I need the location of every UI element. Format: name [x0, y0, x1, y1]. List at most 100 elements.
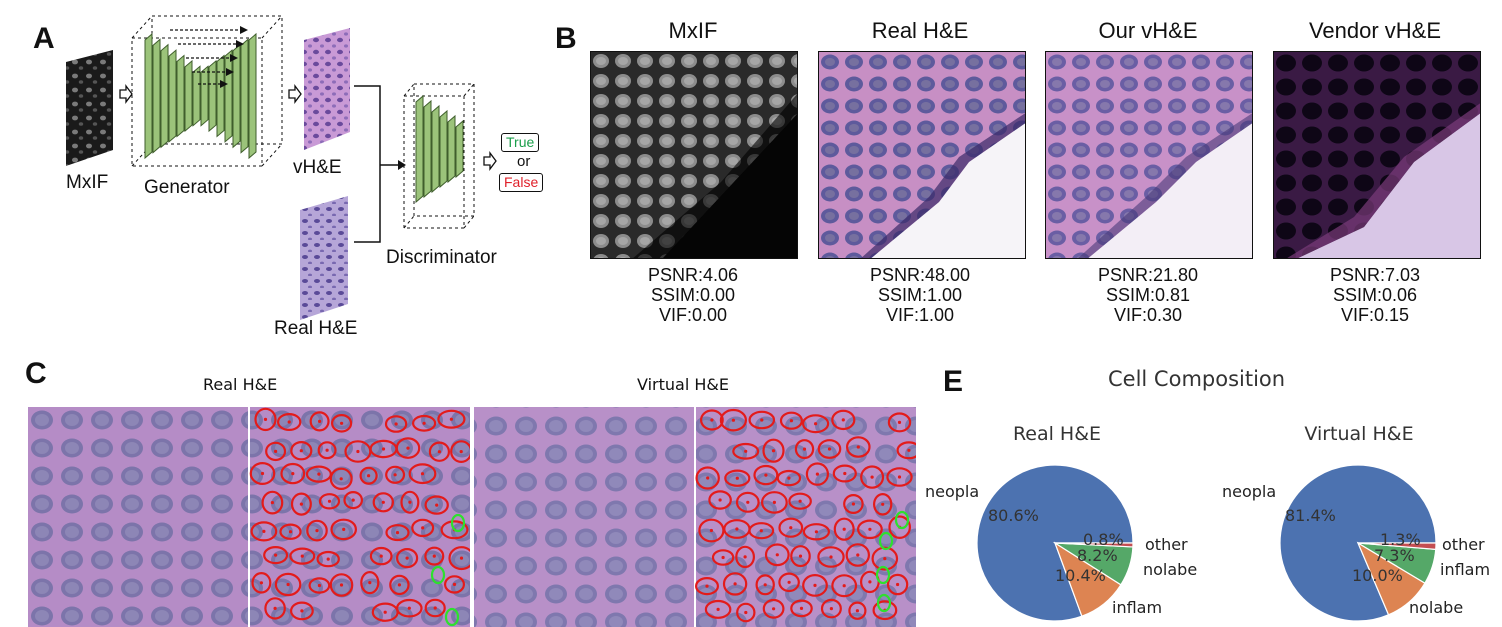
pie-slice-other [1357, 542, 1437, 551]
nucleus-contour [724, 469, 751, 487]
nucleus-centroid [299, 449, 303, 453]
nucleus-centroid [260, 471, 265, 476]
nucleus-contour [384, 415, 408, 433]
generator-layer [232, 43, 241, 149]
nucleus-contour [735, 491, 760, 513]
pie-virtual-pct-neopla: 81.4% [1285, 506, 1336, 525]
panel-a-diagram [66, 15, 497, 320]
b-vif-our-vhe: VIF:0.30 [1113, 305, 1183, 325]
mxif-thumbnail [66, 50, 113, 166]
nucleus-contour [831, 574, 858, 598]
discriminator-layer [431, 104, 440, 194]
nucleus-contour [274, 572, 302, 597]
false-badge: False [499, 173, 544, 192]
generator-layer [144, 32, 153, 160]
nucleus-centroid [420, 472, 425, 476]
nucleus-centroid [317, 583, 321, 588]
generator-layer [200, 65, 209, 127]
nucleus-centroid [393, 473, 397, 477]
nucleus-centroid [287, 420, 291, 424]
nucleus-contour-inflam [876, 593, 892, 613]
nucleus-centroid [421, 526, 425, 530]
nucleus-centroid [406, 446, 410, 450]
nucleus-contour [385, 465, 406, 484]
nucleus-contour [764, 543, 790, 567]
pie-title-virtual: Virtual H&E [1304, 423, 1414, 445]
nucleus-contour [886, 573, 909, 596]
nucleus-contour [788, 492, 812, 510]
nucleus-centroid [383, 610, 387, 614]
generator-layer [216, 54, 225, 138]
nucleus-contour [408, 463, 437, 485]
nucleus-centroid [842, 584, 846, 588]
b-metrics-vendor-vhe: PSNR:7.03 SSIM:0.06 VIF:0.15 [1270, 265, 1480, 325]
nucleus-centroid [798, 554, 803, 558]
nucleus-centroid [459, 556, 464, 560]
nucleus-contour [778, 572, 800, 593]
nucleus-contour [316, 550, 340, 568]
nucleus-centroid [789, 526, 793, 530]
nucleus-contour [444, 575, 466, 594]
nucleus-centroid [772, 607, 776, 611]
b-title-vendor-vhe: Vendor vH&E [1308, 18, 1442, 43]
nucleus-contour [762, 438, 785, 463]
nucleus-centroid [829, 607, 833, 611]
nucleus-contour [817, 439, 842, 459]
nucleus-centroid [263, 417, 268, 421]
nucleus-contour [309, 411, 330, 432]
panel-c-letter: C [25, 357, 47, 390]
nucleus-centroid [315, 529, 319, 533]
pie-real-label-inflam: inflam [1112, 598, 1163, 617]
nucleus-centroid [843, 471, 847, 476]
b-image-vendor-vhe [1273, 51, 1481, 259]
nucleus-contour [753, 464, 779, 486]
nucleus-contour [831, 409, 856, 431]
nucleus-centroid [395, 531, 400, 535]
nucleus-contour [424, 598, 446, 618]
nucleus-contour-inflam [430, 565, 446, 585]
nucleus-centroid [896, 582, 900, 587]
nucleus-contour [843, 493, 864, 514]
b-psnr-vendor-vhe: PSNR:7.03 [1329, 265, 1421, 285]
pie-virtual-label-nolabe: nolabe [1409, 598, 1464, 617]
nucleus-centroid [300, 609, 304, 613]
generator-layer [152, 38, 161, 154]
nucleus-centroid [868, 580, 872, 584]
nucleus-contour [448, 546, 470, 571]
nucleus-centroid [325, 448, 329, 452]
generator-layer [240, 38, 249, 154]
true-badge: True [501, 133, 540, 152]
nucleus-centroid [731, 418, 735, 422]
discriminator-layer [447, 114, 456, 184]
nucleus-contour [708, 490, 732, 510]
nucleus-contour-inflam [444, 607, 460, 627]
nucleus-contour [261, 490, 284, 515]
nucleus-contour [736, 602, 756, 623]
pie-real-pct-nolabe: 8.2% [1077, 546, 1118, 565]
pie-real-label-neopla: neopla [925, 482, 980, 501]
nucleus-centroid [814, 422, 818, 426]
nucleus-centroid [897, 475, 902, 479]
c-title-virtual-he: Virtual H&E [637, 375, 729, 394]
nucleus-contour [359, 466, 378, 485]
nucleus-contour [249, 461, 276, 485]
nucleus-contour [369, 546, 393, 566]
nucleus-centroid [368, 581, 372, 585]
nucleus-centroid [868, 527, 872, 531]
b-title-our-vhe: Our vH&E [1098, 18, 1198, 43]
discriminator-layer [415, 94, 424, 204]
nucleus-contour [372, 492, 394, 513]
nucleus-centroid [351, 498, 355, 502]
nucleus-contour [871, 546, 899, 571]
nucleus-centroid [706, 476, 710, 480]
nucleus-contour [732, 442, 760, 460]
nucleus-centroid [367, 474, 371, 478]
pie-title-real: Real H&E [1012, 423, 1102, 445]
nucleus-contour [872, 600, 898, 621]
nucleus-centroid [408, 500, 412, 504]
pie-slice-other [1054, 542, 1134, 548]
c-image-virtual-he [474, 407, 916, 627]
nucleus-centroid [813, 583, 817, 587]
nucleus-contour [306, 519, 328, 542]
nucleus-centroid [799, 606, 804, 610]
